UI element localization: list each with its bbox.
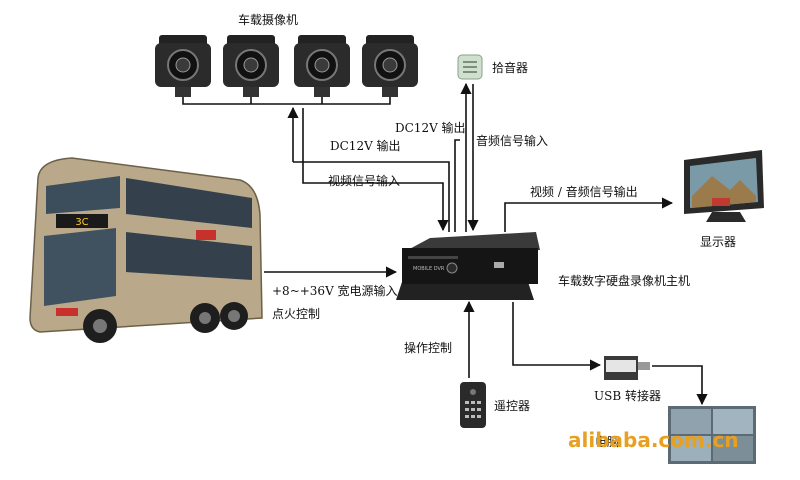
pc-label: 电脑 bbox=[595, 435, 619, 449]
video-in-label: 视频信号输入 bbox=[328, 173, 400, 188]
video-in-arrow bbox=[302, 108, 449, 232]
monitor-label: 显示器 bbox=[700, 235, 736, 249]
usb-adapter-image bbox=[604, 356, 650, 380]
dc12v-top-label: DC12V 输出 bbox=[395, 120, 466, 135]
usb-out-arrow bbox=[512, 302, 602, 371]
pickup-label: 拾音器 bbox=[492, 60, 528, 75]
usb-to-pc-arrow bbox=[652, 365, 708, 406]
bus-route-text: 3C bbox=[75, 217, 88, 228]
ignition-label: 点火控制 bbox=[272, 307, 320, 321]
operation-label: 操作控制 bbox=[404, 340, 452, 355]
av-out-label: 视频 / 音频信号输出 bbox=[530, 184, 638, 199]
monitor-image bbox=[684, 150, 764, 222]
audio-in-label: 音频信号输入 bbox=[476, 133, 548, 148]
camera-4 bbox=[362, 35, 418, 97]
dvr-host: MOBILE DVR bbox=[396, 232, 540, 300]
dc12v-line-b bbox=[293, 161, 450, 232]
bus-image: 3C bbox=[29, 157, 263, 343]
watermark: alibaba.com.cn bbox=[568, 428, 739, 452]
power-label: +8~+36V 宽电源输入 bbox=[272, 283, 398, 298]
camera-2 bbox=[223, 35, 279, 97]
usb-label: USB 转接器 bbox=[594, 388, 661, 403]
dc12v-line-a bbox=[454, 139, 460, 232]
host-label: 车载数字硬盘录像机主机 bbox=[558, 273, 690, 288]
dvr-power-knob bbox=[446, 262, 458, 274]
remote-label: 遥控器 bbox=[494, 399, 530, 413]
camera-3 bbox=[294, 35, 350, 97]
dvr-usb-port bbox=[494, 262, 504, 268]
dc12v-label: DC12V 输出 bbox=[330, 138, 401, 153]
bus-route-display bbox=[56, 214, 108, 228]
av-out-arrow bbox=[504, 197, 674, 232]
remote-image bbox=[460, 382, 486, 428]
pc-image bbox=[668, 406, 756, 464]
cameras-label: 车载摄像机 bbox=[238, 12, 298, 27]
camera-bus-line bbox=[182, 97, 391, 105]
pickup-device bbox=[457, 54, 483, 80]
camera-1 bbox=[155, 35, 211, 97]
dvr-brand: MOBILE DVR bbox=[413, 266, 445, 272]
